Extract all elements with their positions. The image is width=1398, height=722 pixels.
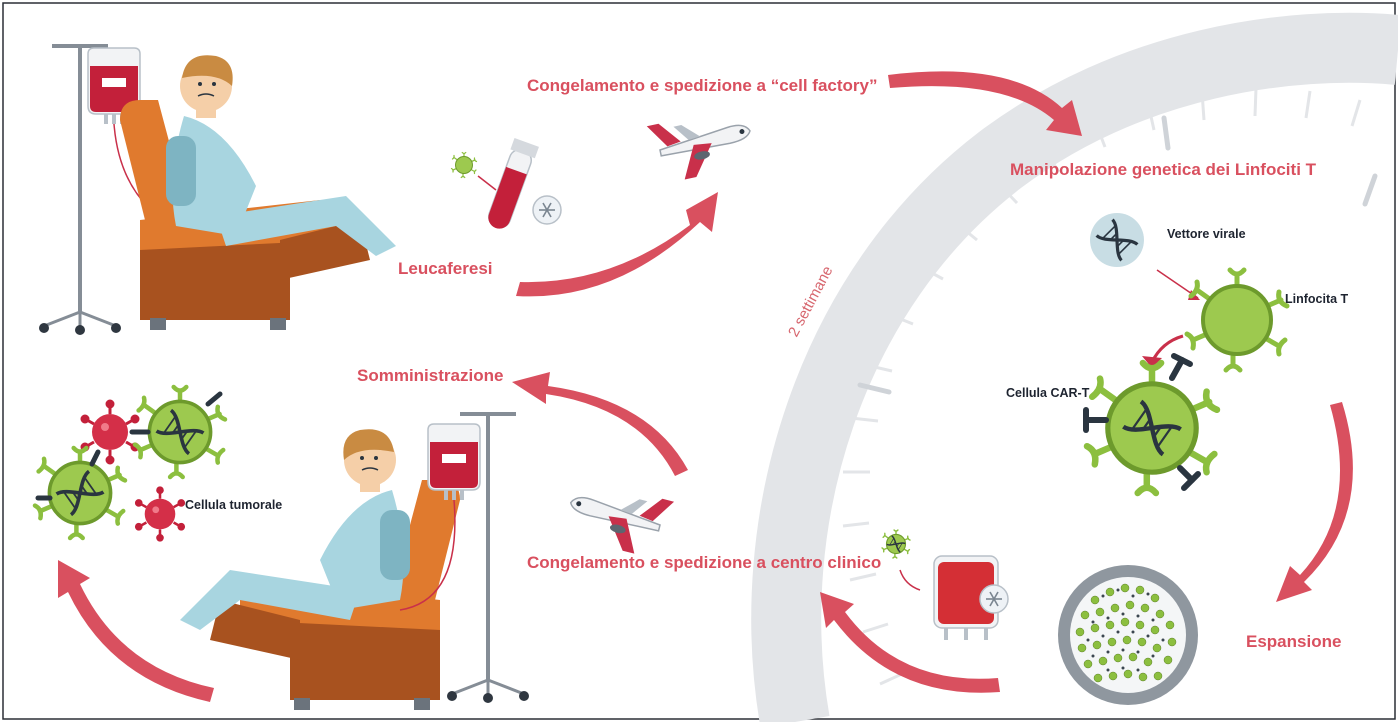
car-t-cell-icon [1083, 353, 1217, 493]
small-arrow [477, 175, 497, 191]
ring-ticks [842, 87, 1362, 686]
curved-arrow-icon [58, 560, 214, 702]
label-administration: Somministrazione [357, 366, 504, 385]
small-arrow [899, 569, 921, 591]
label-expansion: Espansione [1246, 632, 1342, 651]
two-weeks-ring [751, 12, 1398, 722]
label-t-lymphocyte: Linfocita T [1285, 292, 1349, 306]
snowflake-icon [979, 584, 1009, 614]
curved-arrow-icon [512, 372, 688, 476]
blood-tube-icon [487, 138, 539, 229]
blood-bag-icon [427, 423, 481, 501]
petri-dish-icon [1058, 565, 1198, 705]
label-freeze-ship-cell-factory: Congelamento e spedizione a “cell factor… [527, 76, 878, 95]
frozen-bag-icon [933, 555, 999, 640]
curved-arrow-icon [888, 71, 1082, 136]
receptor-links [35, 391, 223, 501]
label-freeze-ship-clinic: Congelamento e spedizione a centro clini… [527, 553, 882, 572]
label-leukapheresis: Leucaferesi [398, 259, 493, 278]
ring-major-ticks [857, 115, 1378, 395]
curved-arrow-icon [1276, 402, 1353, 602]
curved-arrow-icon [820, 592, 1000, 693]
label-viral-vector: Vettore virale [1167, 227, 1246, 241]
iv-line [399, 499, 456, 611]
viral-vector-icon [1090, 213, 1144, 267]
label-tumor-cell: Cellula tumorale [185, 498, 283, 512]
snowflake-icon [532, 195, 562, 225]
label-genetic-manipulation: Manipolazione genetica dei Linfociti T [1010, 160, 1317, 179]
label-car-t-cell: Cellula CAR-T [1006, 386, 1090, 400]
curved-arrow-icon [516, 192, 718, 297]
